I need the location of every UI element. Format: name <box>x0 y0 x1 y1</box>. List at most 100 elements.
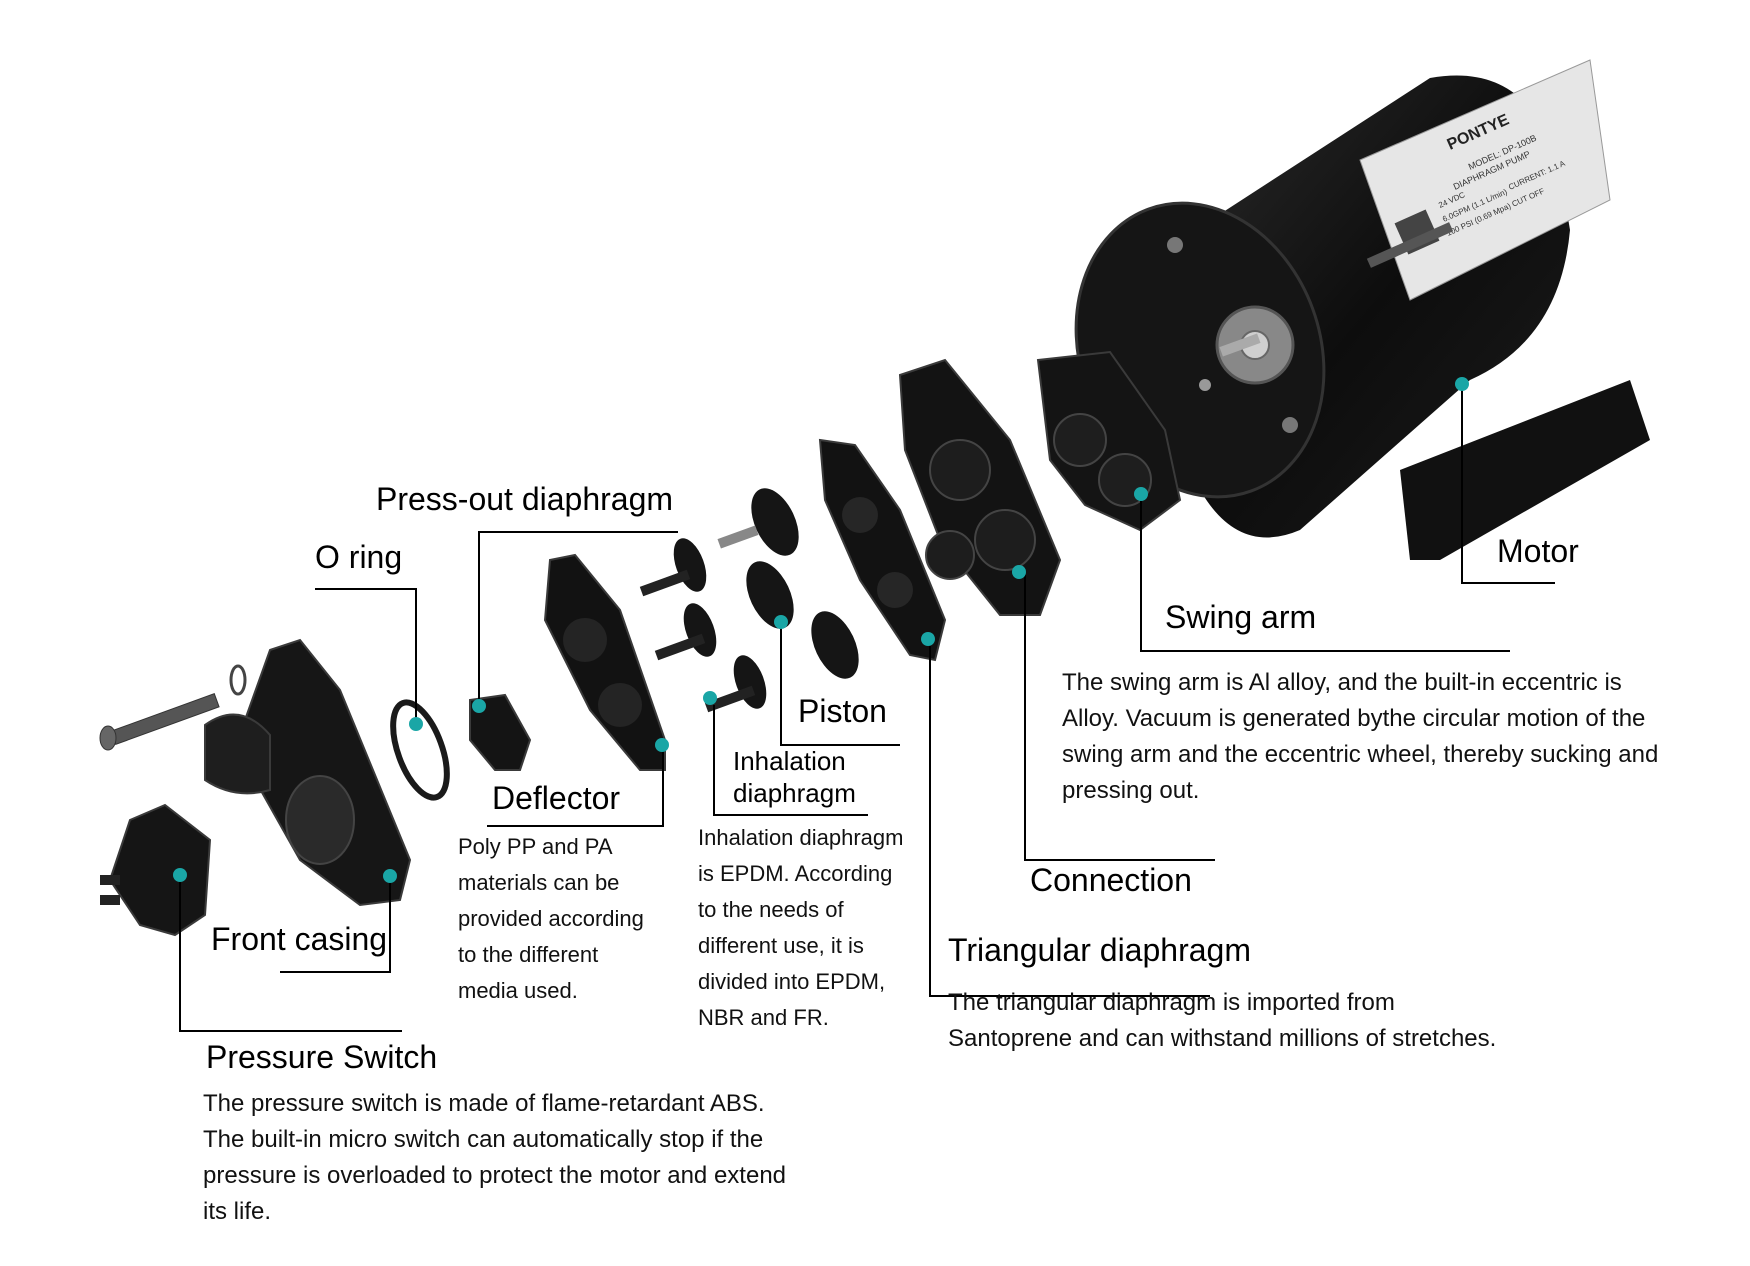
barcode-icon <box>1366 222 1454 268</box>
description-line: Alloy. Vacuum is generated bythe circula… <box>1062 705 1646 732</box>
washer <box>229 664 247 696</box>
description-line: Inhalation diaphragm <box>698 825 904 850</box>
description-line: pressing out. <box>1062 777 1200 804</box>
triangular-diaphragm-shape <box>818 438 947 662</box>
description-triangular-diaphragm: The triangular diaphragm is imported fro… <box>948 985 1648 1057</box>
leader-connection <box>1024 575 1215 861</box>
leader-pressure-switch <box>179 880 402 1032</box>
description-line: Poly PP and PA <box>458 834 613 859</box>
press-out-diaphragm-part <box>543 553 666 771</box>
dot-piston <box>774 615 788 629</box>
swing-arm-part <box>1036 350 1182 532</box>
inhalation-valve-stem-2 <box>654 633 706 661</box>
description-line: materials can be <box>458 870 620 895</box>
dot-motor <box>1455 377 1469 391</box>
label-inhalation-diaphragm-1: Inhalation <box>733 746 846 776</box>
motor-screw-1 <box>1167 237 1183 253</box>
front-casing-part <box>204 638 412 907</box>
front-casing-port <box>285 775 355 865</box>
description-line: provided according <box>458 906 644 931</box>
label-front-casing: Front casing <box>211 921 388 957</box>
piston-3 <box>811 611 859 679</box>
inhalation-valve-stem-1 <box>639 569 691 597</box>
dot-swing-arm <box>1134 487 1148 501</box>
dot-pressure-switch <box>173 868 187 882</box>
swing-arm-boss-1 <box>1053 413 1107 467</box>
dot-inhalation-diaphragm <box>703 691 717 705</box>
press-out-cup-2 <box>598 683 642 727</box>
leader-piston <box>780 622 900 746</box>
pressure-switch-shape <box>108 803 212 937</box>
description-line: The pressure switch is made of flame-ret… <box>203 1090 765 1117</box>
label-motor: Motor <box>1497 533 1579 569</box>
description-line: to the needs of <box>698 897 844 922</box>
dot-front-casing <box>383 869 397 883</box>
inhalation-diaphragm-parts <box>639 538 767 713</box>
motor-screw-4 <box>1199 379 1211 391</box>
description-line: swing arm and the eccentric wheel, there… <box>1062 741 1659 768</box>
o-ring-part <box>390 699 450 801</box>
screw-part <box>99 664 247 751</box>
description-line: media used. <box>458 978 578 1003</box>
motor-part: PONTYE MODEL: DP-100B DIAPHRAGM PUMP 24 … <box>1074 59 1650 560</box>
label-connection: Connection <box>1030 862 1192 898</box>
small-screw <box>717 525 759 549</box>
long-screw <box>110 692 220 746</box>
leader-press-out-diaphragm <box>478 531 678 709</box>
label-piston: Piston <box>798 693 887 729</box>
leader-deflector <box>487 752 664 827</box>
press-out-cup-1 <box>563 618 607 662</box>
connection-part <box>898 358 1062 616</box>
triangular-diaphragm-part <box>818 438 947 662</box>
label-deflector: Deflector <box>492 780 621 816</box>
pressure-switch-part <box>100 803 212 937</box>
label-press-out-diaphragm: Press-out diaphragm <box>376 481 674 517</box>
piston-1 <box>751 488 799 556</box>
description-line: The built-in micro switch can automatica… <box>203 1126 764 1153</box>
description-line: to the different <box>458 942 599 967</box>
label-swing-arm: Swing arm <box>1165 599 1317 635</box>
leader-o-ring <box>315 588 417 728</box>
label-triangular-diaphragm: Triangular diaphragm <box>948 932 1251 968</box>
connection-hole-3 <box>925 530 975 580</box>
label-inhalation-diaphragm-2: diaphragm <box>733 778 856 808</box>
description-swing-arm: The swing arm is Al alloy, and the built… <box>1062 665 1742 809</box>
description-line: pressure is overloaded to protect the mo… <box>203 1162 787 1189</box>
inhalation-valve-1 <box>673 538 707 592</box>
connection-hole-2 <box>974 509 1036 571</box>
description-line: The swing arm is Al alloy, and the built… <box>1062 669 1622 696</box>
dot-connection <box>1012 565 1026 579</box>
description-inhalation-diaphragm: Inhalation diaphragm is EPDM. According … <box>698 820 938 1036</box>
deflector-shape <box>469 693 532 771</box>
piston-parts <box>717 488 859 679</box>
motor-screw-2 <box>1282 417 1298 433</box>
leader-motor <box>1461 387 1555 584</box>
description-line: Santoprene and can withstand millions of… <box>948 1025 1497 1052</box>
leader-front-casing <box>280 880 391 973</box>
dot-triangular-diaphragm <box>921 632 935 646</box>
description-line: different use, it is <box>698 933 864 958</box>
front-casing-inlet <box>204 713 271 795</box>
deflector-part <box>469 693 532 771</box>
description-line: divided into EPDM, <box>698 969 886 994</box>
piston-2 <box>746 561 794 629</box>
description-line: NBR and FR. <box>698 1005 829 1030</box>
triangular-diaphragm-cup-2 <box>877 572 913 608</box>
leader-swing-arm <box>1140 497 1510 652</box>
motor-shaft-pin <box>1219 333 1261 357</box>
pressure-switch-terminal-1 <box>100 875 120 885</box>
description-line: The triangular diaphragm is imported fro… <box>948 989 1395 1016</box>
description-line: its life. <box>203 1198 272 1225</box>
pressure-switch-terminal-2 <box>100 895 120 905</box>
dot-deflector <box>655 738 669 752</box>
marker-dots <box>173 377 1469 883</box>
screw-head <box>99 725 117 751</box>
connection-hole-1 <box>929 439 991 501</box>
description-line: is EPDM. According <box>698 861 893 886</box>
inhalation-valve-stem-3 <box>704 685 756 713</box>
leader-inhalation-diaphragm <box>713 705 868 816</box>
description-deflector: Poly PP and PA materials can be provided… <box>458 829 678 1009</box>
leader-lines <box>179 387 1555 1032</box>
description-pressure-switch: The pressure switch is made of flame-ret… <box>203 1086 883 1230</box>
